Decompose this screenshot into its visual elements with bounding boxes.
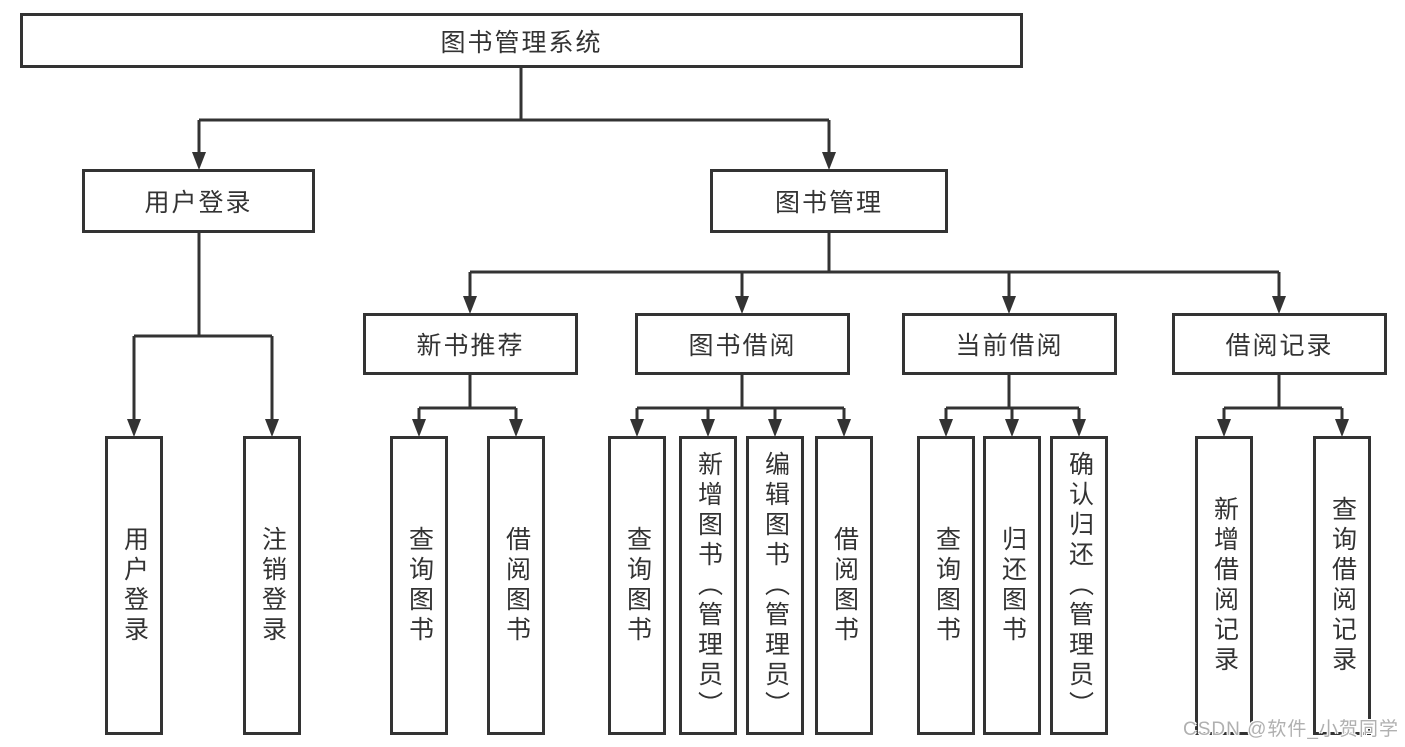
leaf-records-query-record-label: 查询借阅记录 — [1328, 495, 1357, 676]
connector-bookborrow-to-leaves — [635, 375, 846, 429]
arrowhead — [822, 152, 836, 170]
leaf-borrow-query-books: 查询图书 — [608, 436, 666, 735]
node-user-login-label: 用户登录 — [144, 189, 253, 217]
arrowhead — [735, 296, 749, 314]
connector-newbook-to-leaves — [417, 375, 518, 429]
leaf-current-confirm-return-admin: 确认归还（管理员） — [1050, 436, 1108, 735]
arrowhead — [265, 419, 279, 437]
elbow-connectors — [132, 68, 1344, 429]
leaf-current-query-books: 查询图书 — [917, 436, 975, 735]
arrowhead — [701, 419, 715, 437]
arrowhead — [837, 419, 851, 437]
leaf-current-return-books-label: 归还图书 — [998, 525, 1027, 646]
arrowhead — [939, 419, 953, 437]
connector-currentborrow-to-leaves — [944, 375, 1081, 429]
arrowhead — [1072, 419, 1086, 437]
leaf-borrow-borrow-books-label: 借阅图书 — [830, 525, 859, 646]
leaf-borrow-add-books-admin-label: 新增图书（管理员） — [694, 450, 723, 721]
arrowhead — [1005, 419, 1019, 437]
arrowhead — [127, 419, 141, 437]
leaf-newbook-borrow-books-label: 借阅图书 — [502, 525, 531, 646]
node-root-system: 图书管理系统 — [20, 13, 1023, 68]
arrowhead — [1335, 419, 1349, 437]
arrowhead — [630, 419, 644, 437]
node-borrow-records-label: 借阅记录 — [1225, 332, 1334, 360]
arrowhead — [1217, 419, 1231, 437]
node-current-borrow-label: 当前借阅 — [955, 332, 1064, 360]
node-current-borrow: 当前借阅 — [902, 313, 1117, 375]
node-root-label: 图书管理系统 — [440, 28, 603, 57]
node-book-borrow-label: 图书借阅 — [688, 332, 797, 360]
connector-userlogin-to-leaves — [132, 233, 274, 429]
leaf-borrow-query-books-label: 查询图书 — [623, 525, 652, 646]
arrowhead — [509, 419, 523, 437]
leaf-newbook-query-books-label: 查询图书 — [405, 525, 434, 646]
arrowhead — [1272, 296, 1286, 314]
leaf-records-query-record: 查询借阅记录 — [1313, 436, 1371, 735]
leaf-user-login: 用户登录 — [105, 436, 163, 735]
leaf-borrow-edit-books-admin: 编辑图书（管理员） — [746, 436, 804, 735]
leaf-current-query-books-label: 查询图书 — [932, 525, 961, 646]
leaf-newbook-borrow-books: 借阅图书 — [487, 436, 545, 735]
leaf-user-login-label: 用户登录 — [120, 525, 149, 646]
leaf-records-add-record-label: 新增借阅记录 — [1210, 495, 1239, 676]
node-book-borrow: 图书借阅 — [635, 313, 850, 375]
leaf-logout: 注销登录 — [243, 436, 301, 735]
connector-borrowrecords-to-leaves — [1222, 375, 1344, 429]
node-new-book-recommend: 新书推荐 — [363, 313, 578, 375]
csdn-watermark: CSDN @软件_小贺同学 — [1183, 719, 1399, 740]
leaf-current-return-books: 归还图书 — [983, 436, 1041, 735]
arrowheads — [127, 152, 1349, 437]
arrowhead — [192, 152, 206, 170]
arrowhead — [463, 296, 477, 314]
connector-bookmgmt-to-level3 — [468, 233, 1281, 306]
leaf-borrow-borrow-books: 借阅图书 — [815, 436, 873, 735]
leaf-records-add-record: 新增借阅记录 — [1195, 436, 1253, 735]
node-user-login-group: 用户登录 — [82, 169, 315, 233]
node-book-management-label: 图书管理 — [774, 189, 883, 217]
node-borrow-records: 借阅记录 — [1172, 313, 1387, 375]
arrowhead — [412, 419, 426, 437]
leaf-borrow-add-books-admin: 新增图书（管理员） — [679, 436, 737, 735]
connector-root-to-level2 — [197, 68, 831, 162]
leaf-logout-label: 注销登录 — [258, 525, 287, 646]
leaf-current-confirm-return-admin-label: 确认归还（管理员） — [1065, 450, 1094, 721]
leaf-newbook-query-books: 查询图书 — [390, 436, 448, 735]
node-book-management-group: 图书管理 — [710, 169, 948, 233]
arrowhead — [768, 419, 782, 437]
node-new-book-recommend-label: 新书推荐 — [416, 332, 525, 360]
arrowhead — [1002, 296, 1016, 314]
leaf-borrow-edit-books-admin-label: 编辑图书（管理员） — [761, 450, 790, 721]
